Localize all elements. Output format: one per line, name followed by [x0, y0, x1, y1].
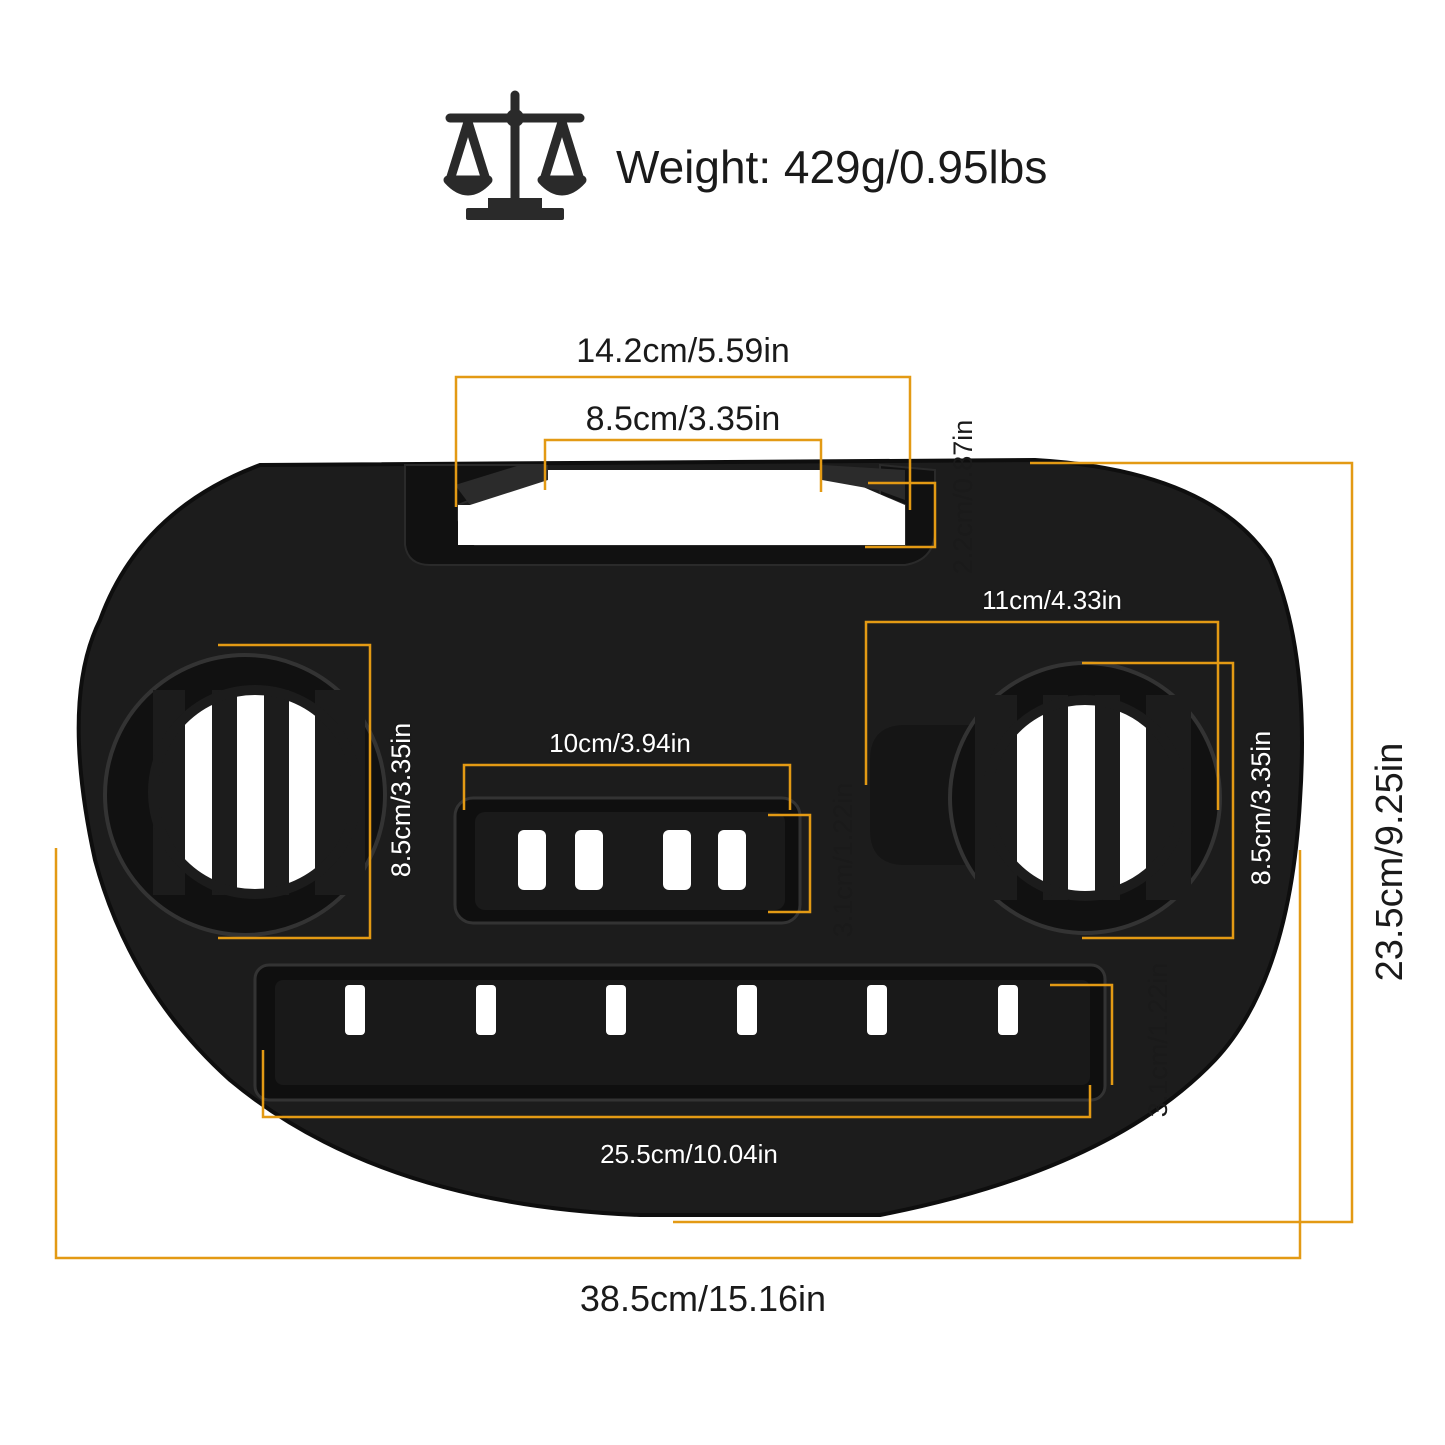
right-cup-width-label: 11cm/4.33in — [982, 585, 1122, 615]
small-slot-height-label: 3.1cm/1.22in — [828, 783, 858, 938]
left-cup-holder — [103, 653, 387, 937]
handle-inner-width-label: 8.5cm/3.35in — [586, 400, 781, 438]
right-cup-diameter-label: 8.5cm/3.35in — [1246, 731, 1276, 886]
long-slot — [253, 963, 1107, 1102]
handle-outer-width-label: 14.2cm/5.59in — [576, 332, 790, 370]
total-width-label: 38.5cm/15.16in — [580, 1278, 826, 1319]
balance-scale-icon — [443, 90, 587, 220]
long-slot-height-label: 3.1cm/1.22in — [1143, 963, 1173, 1118]
total-height-label: 23.5cm/9.25in — [1369, 743, 1411, 982]
small-slot-width-label: 10cm/3.94in — [549, 728, 691, 758]
weight-label: Weight: 429g/0.95lbs — [616, 141, 1047, 193]
tray-body — [76, 457, 1304, 1217]
handle-depth-label: 2.2cm/0.87in — [948, 420, 978, 575]
right-cup-holder — [870, 661, 1222, 935]
dimension-lines — [54, 375, 1354, 1260]
left-cup-diameter-label: 8.5cm/3.35in — [386, 723, 416, 878]
small-slot — [453, 796, 802, 925]
long-slot-width-label: 25.5cm/10.04in — [600, 1139, 778, 1169]
